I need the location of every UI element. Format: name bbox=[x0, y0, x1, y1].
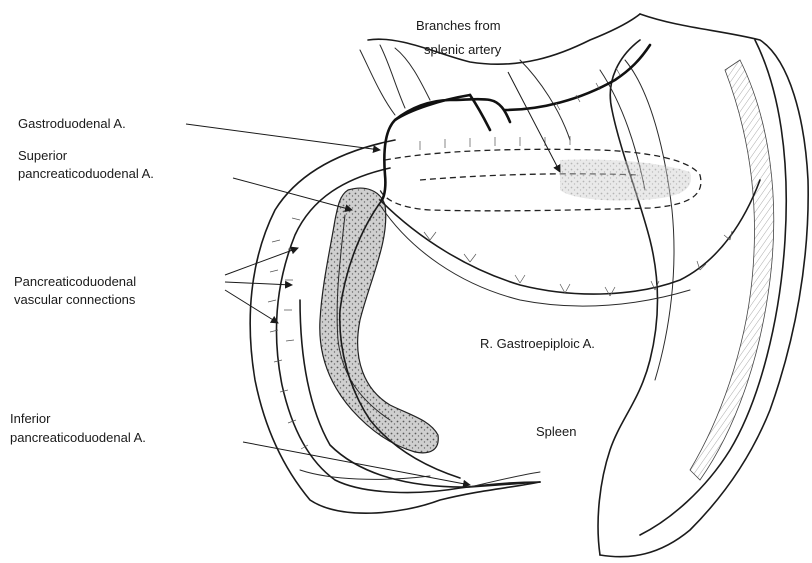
stomach-outline bbox=[368, 14, 808, 557]
pancreas-head bbox=[320, 188, 438, 453]
duodenum-outline bbox=[250, 140, 540, 513]
pancreas-tail-outline bbox=[380, 149, 701, 211]
splenic-branches-leader bbox=[508, 72, 560, 172]
superior-pd-leader bbox=[233, 178, 352, 210]
labels: Branches from splenic artery Gastroduode… bbox=[10, 18, 595, 445]
r-gastroepiploic-label: R. Gastroepiploic A. bbox=[480, 336, 595, 351]
splenic-artery bbox=[505, 45, 650, 110]
spleen-label: Spleen bbox=[536, 424, 576, 439]
pd-connections-label-line2: vascular connections bbox=[14, 292, 136, 307]
inferior-pd-label-line2: pancreaticoduodenal A. bbox=[10, 430, 146, 445]
gastroepiploic-artery bbox=[380, 180, 760, 294]
superior-pd-label-line2: pancreaticoduodenal A. bbox=[18, 166, 154, 181]
pd-connection-leader-2 bbox=[225, 282, 292, 285]
inferior-pd-label-line1: Inferior bbox=[10, 411, 51, 426]
gastroduodenal-label: Gastroduodenal A. bbox=[18, 116, 126, 131]
branches-splenic-label-line2: splenic artery bbox=[424, 42, 502, 57]
superior-pd-label-line1: Superior bbox=[18, 148, 68, 163]
gastroduodenal-artery bbox=[382, 95, 470, 200]
pd-connections-label-line1: Pancreaticoduodenal bbox=[14, 274, 136, 289]
branches-splenic-label-line1: Branches from bbox=[416, 18, 501, 33]
gastroduodenal-leader bbox=[186, 124, 380, 150]
pd-connection-leader-1 bbox=[225, 248, 298, 275]
